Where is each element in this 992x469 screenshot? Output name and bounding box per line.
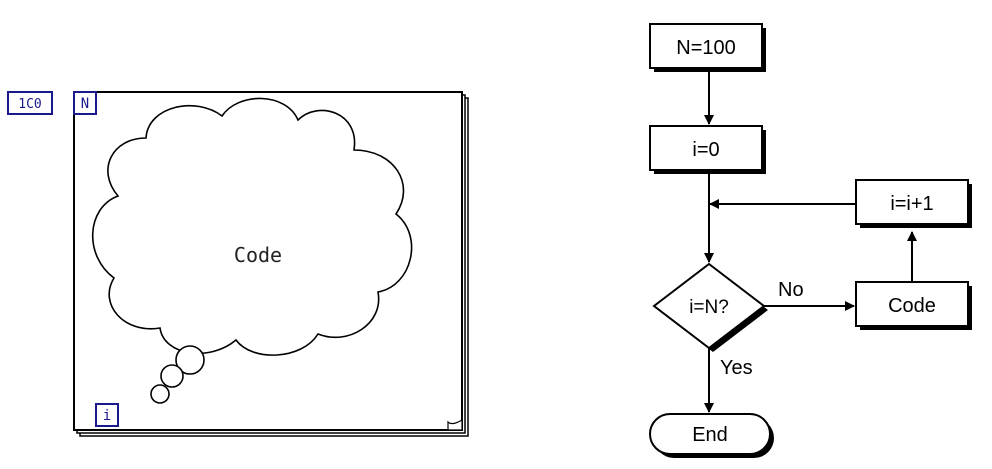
end-label: End [692, 424, 728, 446]
page-fold-corner [447, 418, 463, 431]
i-terminal-label: i [103, 408, 111, 424]
init-n-label: N=100 [676, 37, 736, 59]
decision-label: i=N? [689, 297, 729, 318]
thought-bubble-large [175, 345, 205, 375]
count-constant-terminal[interactable]: 1C0 [7, 91, 53, 115]
n-count-terminal[interactable]: N [73, 91, 97, 115]
end-terminator[interactable]: End [649, 413, 774, 458]
code-thought-cloud [91, 97, 413, 356]
init-i-box[interactable]: i=0 [649, 125, 766, 174]
i-iteration-terminal[interactable]: i [95, 403, 119, 427]
increment-label: i=i+1 [890, 193, 933, 215]
thought-bubble-small [150, 384, 170, 404]
thought-bubble-medium [160, 364, 184, 388]
code-box[interactable]: Code [855, 281, 972, 330]
code-box-label: Code [888, 295, 936, 317]
init-n-box[interactable]: N=100 [649, 23, 766, 72]
decision-diamond[interactable]: i=N? [652, 262, 768, 352]
for-loop-flowchart: N=100 i=0 i=i+1 i=N? Code [649, 23, 972, 458]
cloud-code-label: Code [234, 243, 282, 267]
yes-branch-label: Yes [720, 357, 753, 379]
no-branch-label: No [778, 279, 804, 301]
n-terminal-label: N [81, 96, 89, 112]
count-constant-label: 1C0 [18, 97, 41, 112]
increment-box[interactable]: i=i+1 [855, 179, 972, 228]
init-i-label: i=0 [692, 139, 719, 161]
labview-for-loop: 1C0 N i Code [7, 91, 469, 437]
